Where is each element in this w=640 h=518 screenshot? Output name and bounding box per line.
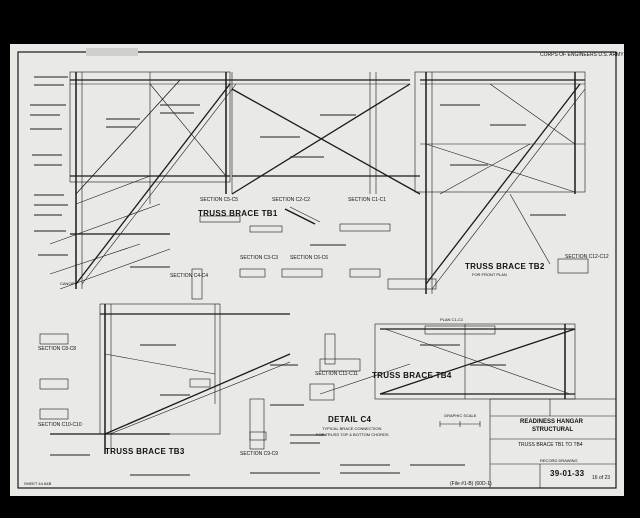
graphic-scale-label: GRAPHIC SCALE (444, 413, 477, 418)
record-drawing-label: RECORD DRAWING (540, 458, 578, 463)
section-c8c8: SECTION C8-C8 (38, 346, 77, 352)
detail-line1: TYPICAL BRACE CONNECTION (322, 426, 382, 431)
title-tb2: TRUSS BRACE TB2 (465, 262, 545, 271)
section-c6c6: SECTION C6-C6 (290, 255, 329, 261)
section-c11c11: SECTION C11-C11 (315, 371, 358, 377)
section-c12c12: SECTION C12-C12 (565, 254, 609, 260)
section-c1c1: SECTION C1-C1 (348, 197, 387, 203)
section-c3c3: SECTION C3-C3 (240, 255, 279, 261)
sheet-number: 16 of 23 (592, 475, 611, 481)
corps-header: CORPS OF ENGINEERS U.S. ARMY (540, 52, 624, 58)
section-c2c2: SECTION C2-C2 (272, 197, 311, 203)
structural-drawing (17, 48, 617, 489)
title-block-line1: READINESS HANGAR (520, 419, 584, 425)
detail-title: DETAIL C4 (328, 415, 372, 424)
canopy-label: CANOPY (60, 281, 77, 286)
title-block-line3: TRUSS BRACE TB1 TO TB4 (518, 442, 583, 448)
drawing-number: 39-01-33 (550, 469, 585, 478)
title-tb1: TRUSS BRACE TB1 (198, 209, 278, 218)
drawing-sheet: CORPS OF ENGINEERS U.S. ARMY TRUSS BRACE… (10, 44, 624, 496)
title-block-line2: STRUCTURAL (532, 427, 573, 433)
section-c10c10: SECTION C10-C10 (38, 422, 82, 428)
detail-line2: FOR TRUSS TOP & BOTTOM CHORDS (316, 432, 389, 437)
section-c4c4: SECTION C4-C4 (170, 273, 209, 279)
plan-label: PLAN C1-C1 (440, 317, 464, 322)
title-tb3: TRUSS BRACE TB3 (105, 447, 185, 456)
sheet-reference: SHEET 44 A4B (24, 481, 52, 486)
section-c9c9: SECTION C9-C9 (240, 451, 279, 457)
title-tb4: TRUSS BRACE TB4 (372, 371, 452, 380)
tb2-note: FOR FRONT PLAN (472, 272, 507, 277)
file-note: (File #1-B) (60D-1) (450, 481, 492, 487)
section-c5c5: SECTION C5-C5 (200, 197, 239, 203)
